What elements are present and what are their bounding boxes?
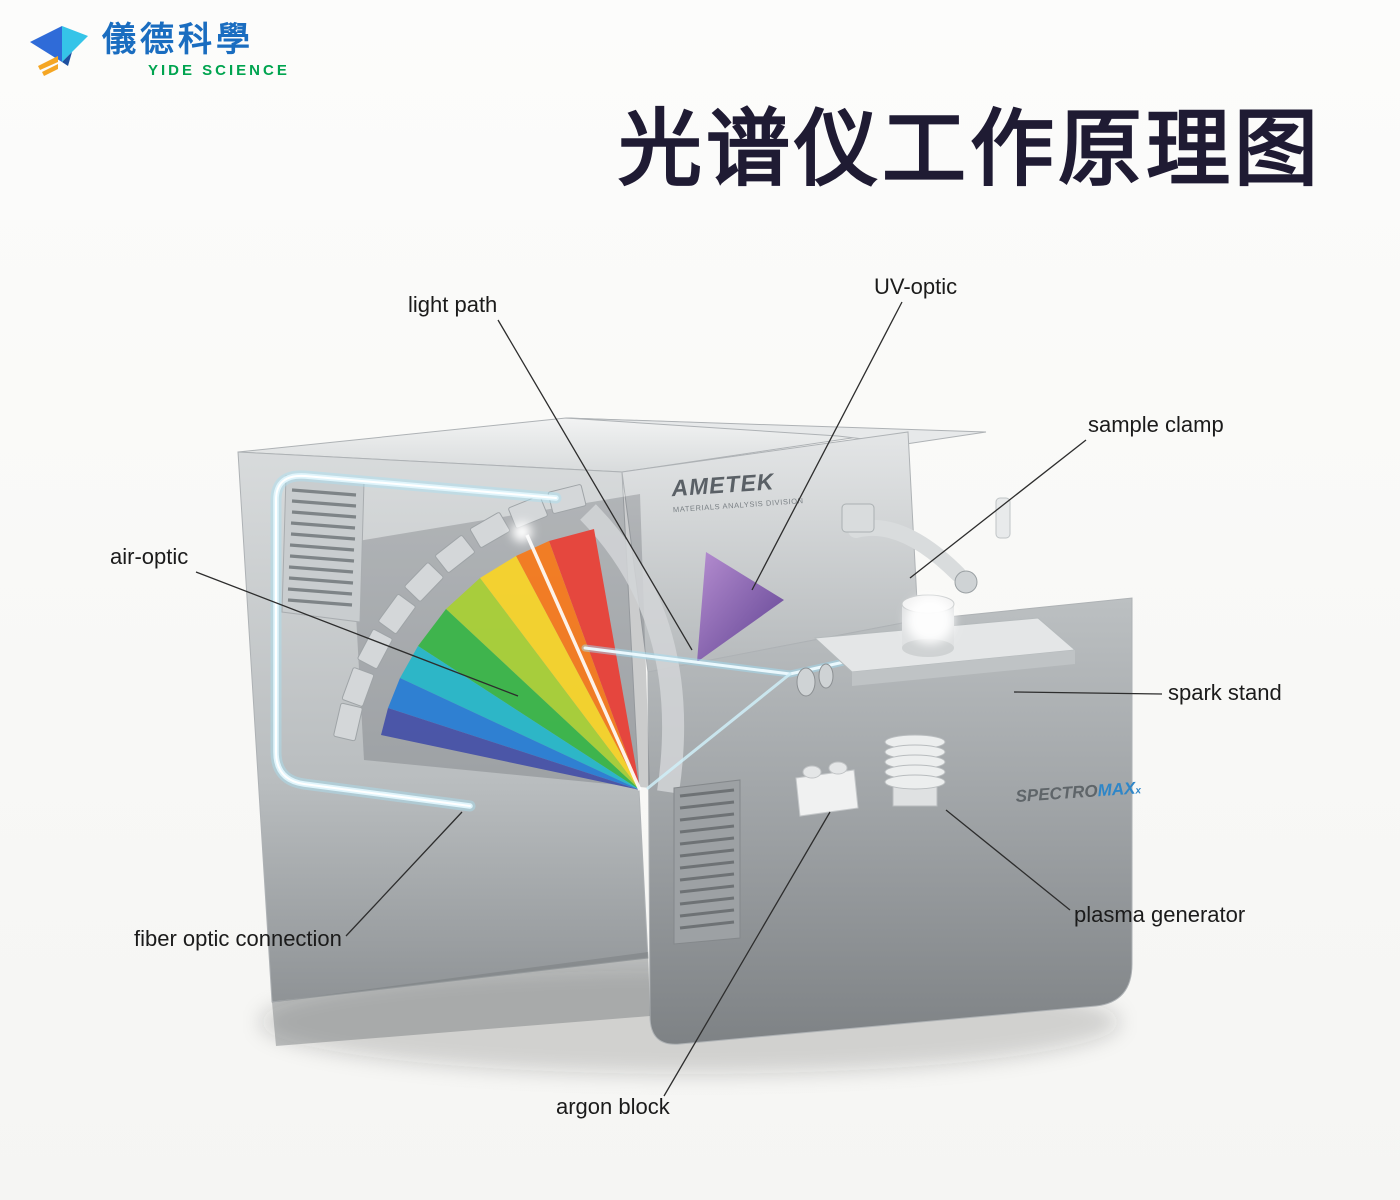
model-sub: x [1134,785,1142,796]
diagram-labels: light path UV-optic sample clamp air-opt… [110,274,1282,1119]
leader-sample-clamp [909,439,1087,579]
uv-beam-fan [697,552,784,662]
fiber-optic-path [270,470,562,812]
lens-assembly [796,663,834,697]
label-uv-optic: UV-optic [874,274,957,299]
logo-zh: 儀德科學 [102,21,254,59]
spark-stand-assembly [813,497,1077,686]
logo-en: YIDE SCIENCE [148,62,290,80]
label-argon-block: argon block [556,1094,671,1119]
logo-shape-gold-2 [42,64,58,76]
detector-array [333,484,587,742]
leader-light-path [497,319,693,651]
leader-lines [195,301,1163,1097]
spectrum-fan [381,529,640,790]
slit-glow [512,522,532,542]
right-vent-grille [673,779,741,945]
leader-plasma-generator [945,809,1071,911]
model-accent: MAX [1097,779,1138,801]
label-light-path: light path [408,292,497,317]
label-sample-clamp: sample clamp [1088,412,1224,437]
spark-glow [906,596,954,644]
argon-block-part [795,761,859,817]
logo-shape-blue [30,26,62,62]
machine-base-edge [272,952,650,1046]
label-air-optic: air-optic [110,544,188,569]
entrance-beam [525,534,642,791]
left-vent-grille [281,475,365,623]
page-title: 光谱仪工作原理图 [617,102,1322,196]
leader-fiber-optic [345,811,463,937]
optics-arch [580,504,685,794]
clamp-post [995,497,1011,539]
logo-text: 儀德科學 YIDE SCIENCE [102,21,290,80]
leader-air-optic [195,571,519,697]
plasma-generator-part [884,734,946,807]
machine-right-face [647,597,1133,1045]
logo-shape-cyan [62,26,88,62]
leader-argon-block [663,811,831,1097]
leader-uv-optic [751,301,903,591]
logo-mark-icon [30,26,88,76]
logo: 儀德科學 YIDE SCIENCE [28,21,290,80]
leader-spark-stand [1013,691,1163,695]
logo-shape-gold-1 [38,56,58,70]
label-spark-stand: spark stand [1168,680,1282,705]
label-plasma-generator: plasma generator [1074,902,1245,927]
spectrometer-illustration: AMETEK MATERIALS ANALYSIS DIVISION SPECT… [237,417,1142,1046]
logo-shape-navy [62,52,72,66]
label-fiber-optic-connection: fiber optic connection [134,926,342,951]
